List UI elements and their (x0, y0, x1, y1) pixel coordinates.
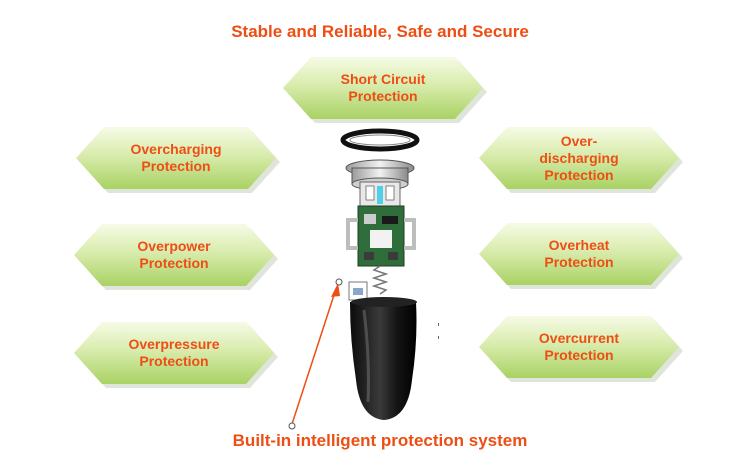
badge-label: Overpressure Protection (128, 336, 220, 369)
badge-label: Over- discharging Protection (539, 132, 619, 183)
page-title: Stable and Reliable, Safe and Secure (231, 22, 529, 41)
badge-overpressure: Overpressure Protection (74, 322, 274, 384)
badge-label: Overheat Protection (544, 237, 614, 270)
badge-overheat: Overheat Protection (479, 223, 679, 285)
badge-label: Short Circuit Protection (340, 71, 426, 104)
badge-label: Overcurrent Protection (538, 330, 620, 363)
badge-overcurrent: Overcurrent Protection (479, 316, 679, 378)
badge-label: Overcharging Protection (130, 141, 222, 174)
badge-overpower: Overpower Protection (74, 224, 274, 286)
badge-over-discharging: Over- discharging Protection (479, 127, 679, 189)
badge-overcharging: Overcharging Protection (76, 127, 276, 189)
footer-caption: Built-in intelligent protection system (232, 431, 528, 450)
badge-label: Overpower Protection (137, 238, 211, 271)
badge-short-circuit: Short Circuit Protection (283, 57, 483, 119)
device-icon (340, 128, 439, 420)
